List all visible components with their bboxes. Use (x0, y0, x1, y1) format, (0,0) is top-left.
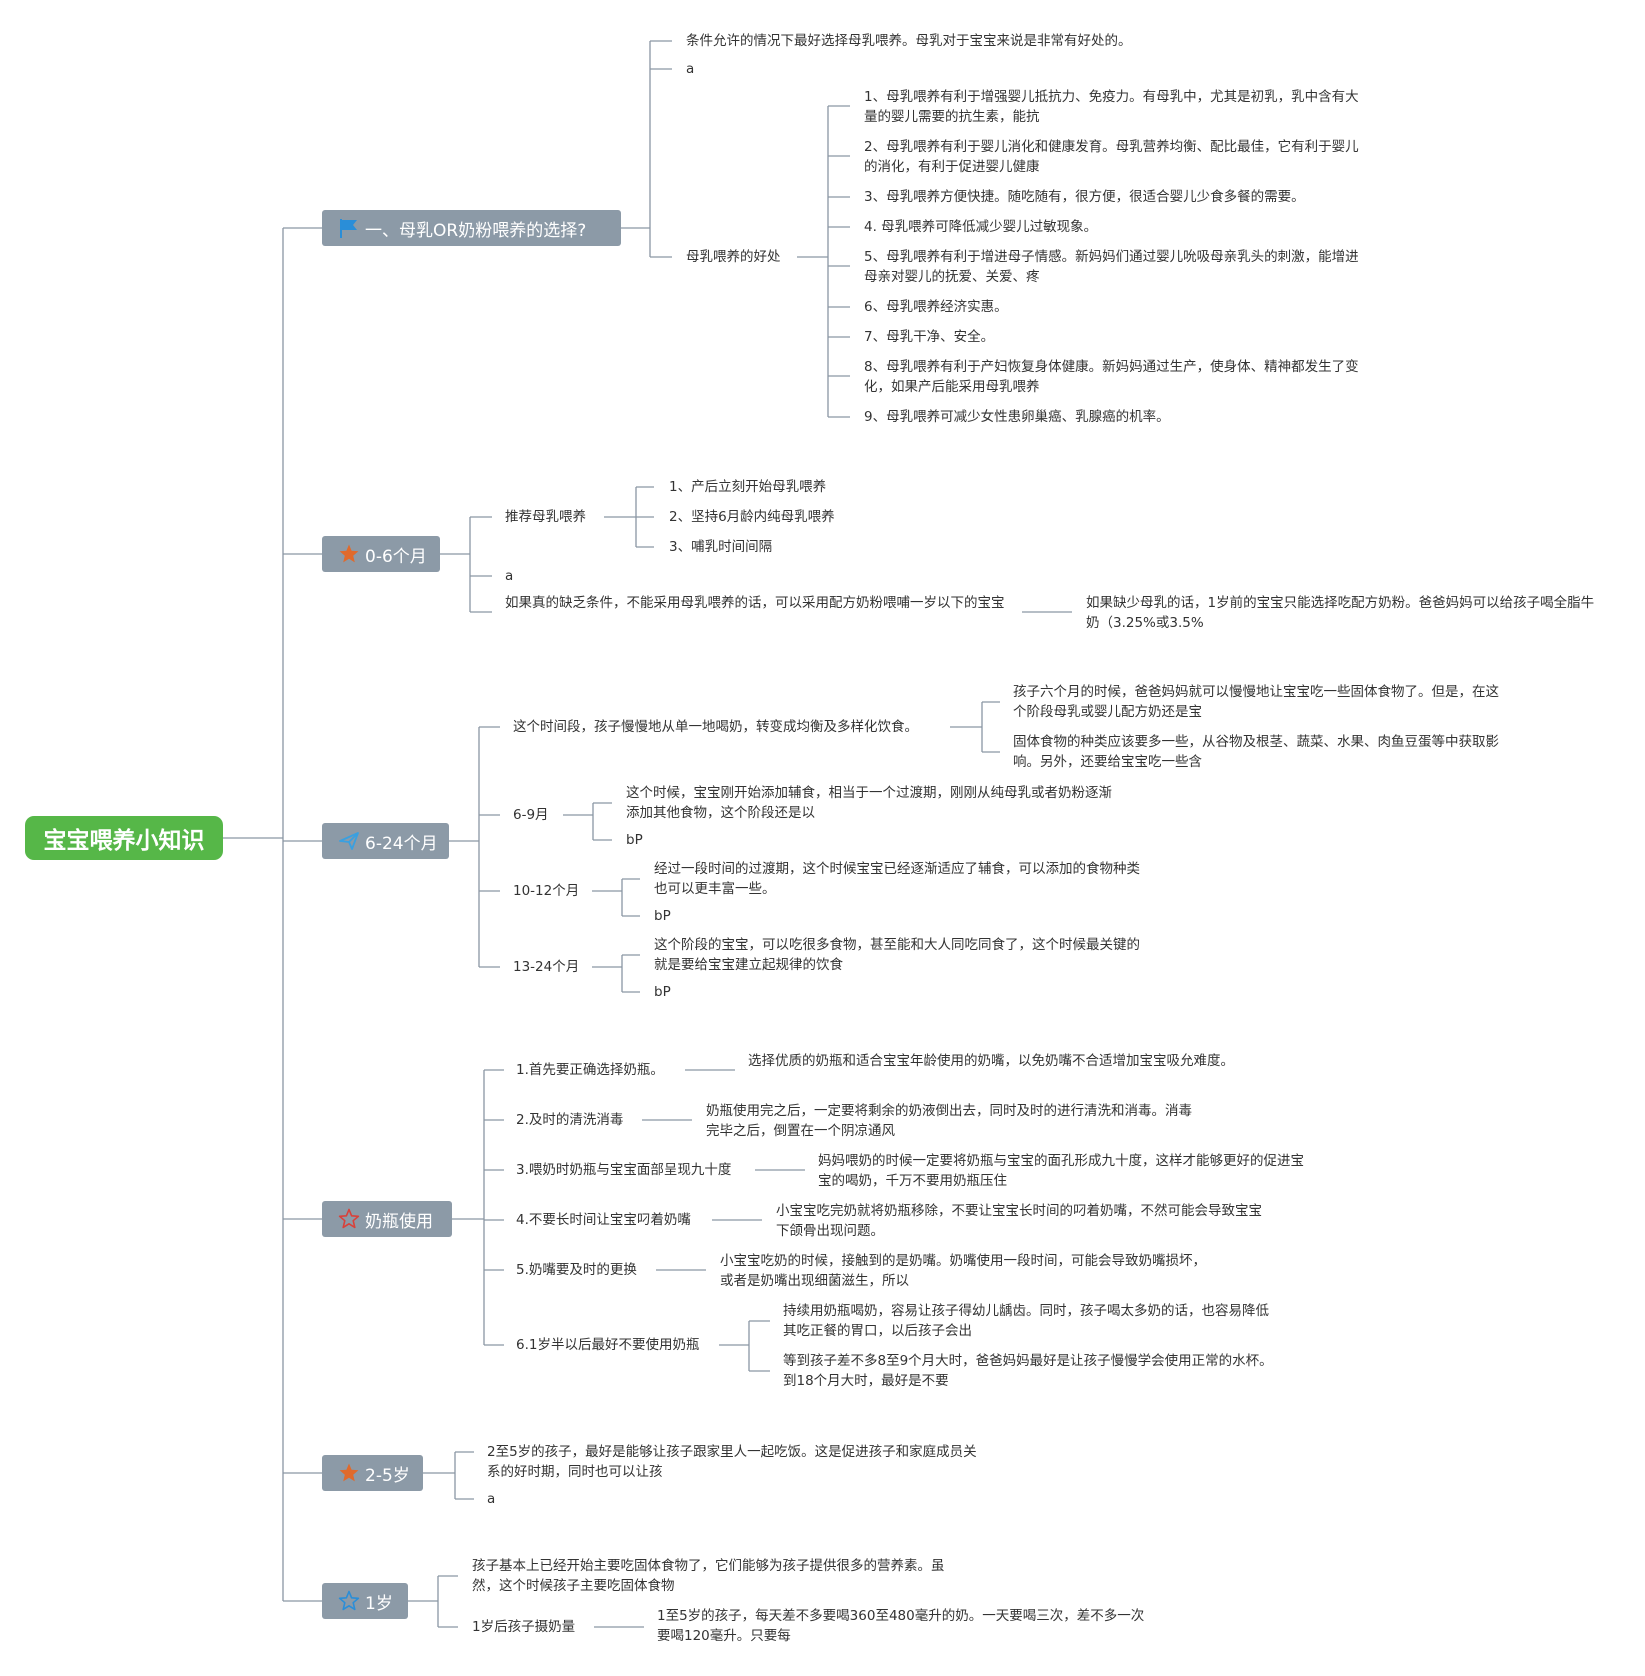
branch-label: 0-6个月 (365, 546, 427, 567)
bottle-detail[interactable]: 奶瓶使用完之后，一定要将剩余的奶液倒出去，同时及时的进行清洗和消毒。消毒完毕之后… (706, 1103, 1192, 1139)
branch-label: 1岁 (365, 1593, 393, 1614)
stage-text[interactable]: 这个阶段的宝宝，可以吃很多食物，甚至能和大人同吃同食了，这个时候最关键的就是要给… (654, 937, 1140, 973)
bottle-topic[interactable]: 5.奶嘴要及时的更换 (516, 1262, 637, 1278)
benefit-item[interactable]: 6、母乳喂养经济实惠。 (864, 299, 1008, 315)
bottle-detail[interactable]: 等到孩子差不多8至9个月大时，爸爸妈妈最好是让孩子慢慢学会使用正常的水杯。到18… (783, 1353, 1273, 1389)
bottle-topic[interactable]: 6.1岁半以后最好不要使用奶瓶 (516, 1337, 700, 1353)
branch-2-5-years[interactable]: 2-5岁 (322, 1455, 423, 1491)
recommend-item[interactable]: 1、产后立刻开始母乳喂养 (669, 479, 827, 495)
milk-detail[interactable]: 1至5岁的孩子，每天差不多要喝360至480毫升的奶。一天要喝三次，差不多一次要… (657, 1608, 1145, 1644)
bottle-detail[interactable]: 妈妈喂奶的时候一定要将奶瓶与宝宝的面孔形成九十度，这样才能够更好的促进宝宝的喝奶… (818, 1153, 1304, 1189)
stage-bp[interactable]: bP (654, 908, 671, 924)
bottle-topic[interactable]: 2.及时的清洗消毒 (516, 1112, 624, 1128)
intro-item[interactable]: 孩子六个月的时候，爸爸妈妈就可以慢慢地让宝宝吃一些固体食物了。但是，在这个阶段母… (1013, 684, 1499, 720)
bottle-detail[interactable]: 选择优质的奶瓶和适合宝宝年龄使用的奶嘴，以免奶嘴不合适增加宝宝吸允难度。 (748, 1053, 1234, 1069)
star-icon (338, 1462, 360, 1484)
bottle-detail[interactable]: 持续用奶瓶喝奶，容易让孩子得幼儿龋齿。同时，孩子喝太多奶的话，也容易降低其吃正餐… (783, 1303, 1269, 1339)
branch-1-year[interactable]: 1岁 (322, 1583, 408, 1619)
benefit-item[interactable]: 3、母乳喂养方便快捷。随吃随有，很方便，很适合婴儿少食多餐的需要。 (864, 189, 1305, 205)
stage-text[interactable]: 这个时候，宝宝刚开始添加辅食，相当于一个过渡期，刚刚从纯母乳或者奶粉逐渐添加其他… (626, 785, 1112, 821)
formula-detail[interactable]: 如果缺少母乳的话，1岁前的宝宝只能选择吃配方奶粉。爸爸妈妈可以给孩子喝全脂牛奶（… (1086, 595, 1595, 631)
branch-6-24-months[interactable]: 6-24个月 (322, 823, 449, 859)
recommend-item[interactable]: 2、坚持6月龄内纯母乳喂养 (669, 509, 835, 525)
topic-item[interactable]: a (487, 1491, 496, 1507)
flag-icon (338, 217, 360, 239)
stage-bp[interactable]: bP (654, 984, 671, 1000)
recommend-item[interactable]: 3、哺乳时间间隔 (669, 539, 773, 555)
bottle-topic[interactable]: 4.不要长时间让宝宝叼着奶嘴 (516, 1212, 691, 1228)
stage-text[interactable]: 经过一段时间的过渡期，这个时候宝宝已经逐渐适应了辅食，可以添加的食物种类也可以更… (654, 861, 1140, 897)
branch-label: 6-24个月 (365, 833, 438, 854)
topic-formula[interactable]: 如果真的缺乏条件，不能采用母乳喂养的话，可以采用配方奶粉喂哺一岁以下的宝宝 (505, 595, 1005, 611)
bottle-topic[interactable]: 3.喂奶时奶瓶与宝宝面部呈现九十度 (516, 1162, 732, 1178)
bottle-detail[interactable]: 小宝宝吃奶的时候，接触到的是奶嘴。奶嘴使用一段时间，可能会导致奶嘴损坏，或者是奶… (720, 1253, 1206, 1289)
root-topic[interactable]: 宝宝喂养小知识 (25, 816, 223, 860)
bottle-detail[interactable]: 小宝宝吃完奶就将奶瓶移除，不要让宝宝长时间的叼着奶嘴，不然可能会导致宝宝下颌骨出… (776, 1203, 1262, 1239)
topic-item[interactable]: a (505, 568, 514, 584)
benefit-item[interactable]: 7、母乳干净、安全。 (864, 329, 995, 345)
star-outline-icon (338, 1590, 360, 1612)
topic-item[interactable]: 2至5岁的孩子，最好是能够让孩子跟家里人一起吃饭。这是促进孩子和家庭成员关系的好… (487, 1444, 977, 1480)
topic-item[interactable]: 孩子基本上已经开始主要吃固体食物了，它们能够为孩子提供很多的营养素。虽然，这个时… (472, 1558, 945, 1594)
benefit-item[interactable]: 2、母乳喂养有利于婴儿消化和健康发育。母乳营养均衡、配比最佳，它有利于婴儿的消化… (864, 139, 1359, 175)
topic-6-9-months[interactable]: 6-9月 (513, 807, 549, 823)
branch-breastfeeding-choice[interactable]: 一、母乳OR奶粉喂养的选择? (322, 210, 621, 246)
topic-item[interactable]: a (686, 61, 695, 77)
topic-milk-amount[interactable]: 1岁后孩子摄奶量 (472, 1619, 576, 1635)
topic-recommend[interactable]: 推荐母乳喂养 (505, 509, 586, 525)
branch-label: 一、母乳OR奶粉喂养的选择? (365, 220, 587, 241)
bottle-topic[interactable]: 1.首先要正确选择奶瓶。 (516, 1062, 664, 1078)
intro-item[interactable]: 固体食物的种类应该要多一些，从谷物及根茎、蔬菜、水果、肉鱼豆蛋等中获取影响。另外… (1013, 734, 1499, 770)
topic-benefits[interactable]: 母乳喂养的好处 (686, 249, 781, 265)
topic-item[interactable]: 条件允许的情况下最好选择母乳喂养。母乳对于宝宝来说是非常有好处的。 (686, 33, 1132, 49)
root-label: 宝宝喂养小知识 (43, 828, 205, 854)
benefit-item[interactable]: 5、母乳喂养有利于增进母子情感。新妈妈们通过婴儿吮吸母亲乳头的刺激，能增进母亲对… (864, 249, 1359, 285)
branch-label: 2-5岁 (365, 1465, 410, 1486)
star-icon (338, 543, 360, 565)
topic-10-12-months[interactable]: 10-12个月 (513, 883, 580, 899)
branch-0-6-months[interactable]: 0-6个月 (322, 536, 440, 572)
topic-intro[interactable]: 这个时间段，孩子慢慢地从单一地喝奶，转变成均衡及多样化饮食。 (513, 719, 918, 735)
benefit-item[interactable]: 4. 母乳喂养可降低减少婴儿过敏现象。 (864, 219, 1098, 235)
branch-bottle-use[interactable]: 奶瓶使用 (322, 1201, 452, 1237)
benefit-item[interactable]: 1、母乳喂养有利于增强婴儿抵抗力、免疫力。有母乳中，尤其是初乳，乳中含有大量的婴… (864, 89, 1359, 125)
paper-plane-icon (338, 830, 360, 852)
star-outline-icon (338, 1208, 360, 1230)
benefit-item[interactable]: 9、母乳喂养可减少女性患卵巢癌、乳腺癌的机率。 (864, 409, 1170, 425)
topic-13-24-months[interactable]: 13-24个月 (513, 959, 580, 975)
branch-label: 奶瓶使用 (365, 1211, 433, 1232)
stage-bp[interactable]: bP (626, 832, 643, 848)
benefit-item[interactable]: 8、母乳喂养有利于产妇恢复身体健康。新妈妈通过生产，使身体、精神都发生了变化，如… (864, 359, 1359, 395)
